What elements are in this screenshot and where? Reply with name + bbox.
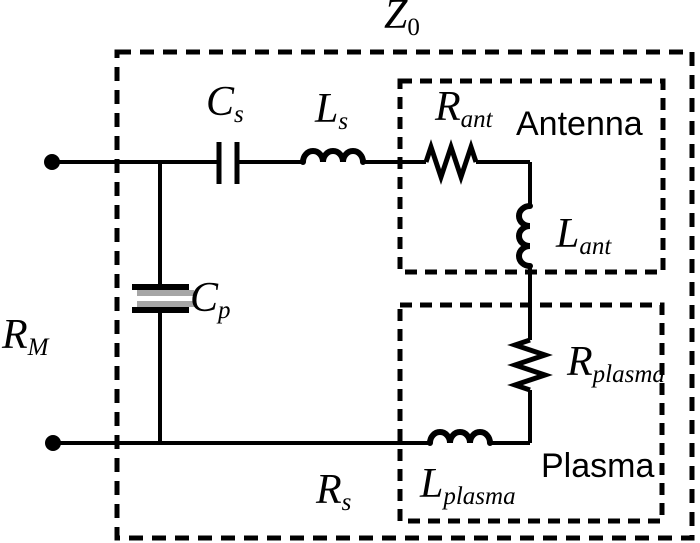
label-cp: Cp <box>190 275 231 323</box>
matching-network-box <box>114 49 695 541</box>
series-capacitor-symbol <box>216 142 240 184</box>
antenna-resistor-symbol <box>423 139 479 185</box>
label-cs-base: C <box>206 79 235 125</box>
label-lplasma-sub: plasma <box>443 483 516 510</box>
label-lant-base: L <box>556 211 580 257</box>
label-z0-sub: 0 <box>407 14 420 41</box>
terminal-dot-top <box>44 154 60 170</box>
label-lplasma-base: L <box>420 461 444 507</box>
label-rplasma-sub: plasma <box>592 361 665 388</box>
label-z0: Z0 <box>384 0 420 40</box>
label-cs: Cs <box>206 79 244 127</box>
antenna-group-label: Antenna <box>516 105 643 143</box>
antenna-inductor-symbol <box>516 203 533 269</box>
plasma-resistor-symbol <box>507 337 553 393</box>
plasma-inductor-symbol <box>427 429 493 446</box>
label-ls-base: L <box>315 86 339 132</box>
series-inductor-symbol <box>300 148 366 165</box>
label-rplasma-base: R <box>567 339 593 385</box>
label-rs-sub: s <box>341 489 352 516</box>
label-rant: Rant <box>435 84 493 132</box>
label-rs: Rs <box>316 467 351 515</box>
label-cp-base: C <box>190 275 219 321</box>
label-ls-sub: s <box>338 108 349 135</box>
label-lant: Lant <box>556 211 611 259</box>
terminal-dot-bottom <box>45 435 61 451</box>
label-cp-sub: p <box>218 297 231 324</box>
label-rplasma: Rplasma <box>567 339 665 387</box>
label-cs-sub: s <box>234 101 244 128</box>
label-lplasma: Lplasma <box>420 461 516 509</box>
plasma-group-label: Plasma <box>541 447 655 485</box>
label-rm-sub: M <box>27 334 49 361</box>
label-rant-sub: ant <box>460 106 493 133</box>
label-z0-base: Z <box>384 0 408 38</box>
label-rm: RM <box>2 312 48 360</box>
parallel-capacitor-symbol <box>132 284 194 313</box>
label-rant-base: R <box>435 84 461 130</box>
label-ls: Ls <box>315 86 348 134</box>
label-rm-base: R <box>2 312 28 358</box>
label-lant-sub: ant <box>579 233 612 260</box>
label-rs-base: R <box>316 467 342 513</box>
